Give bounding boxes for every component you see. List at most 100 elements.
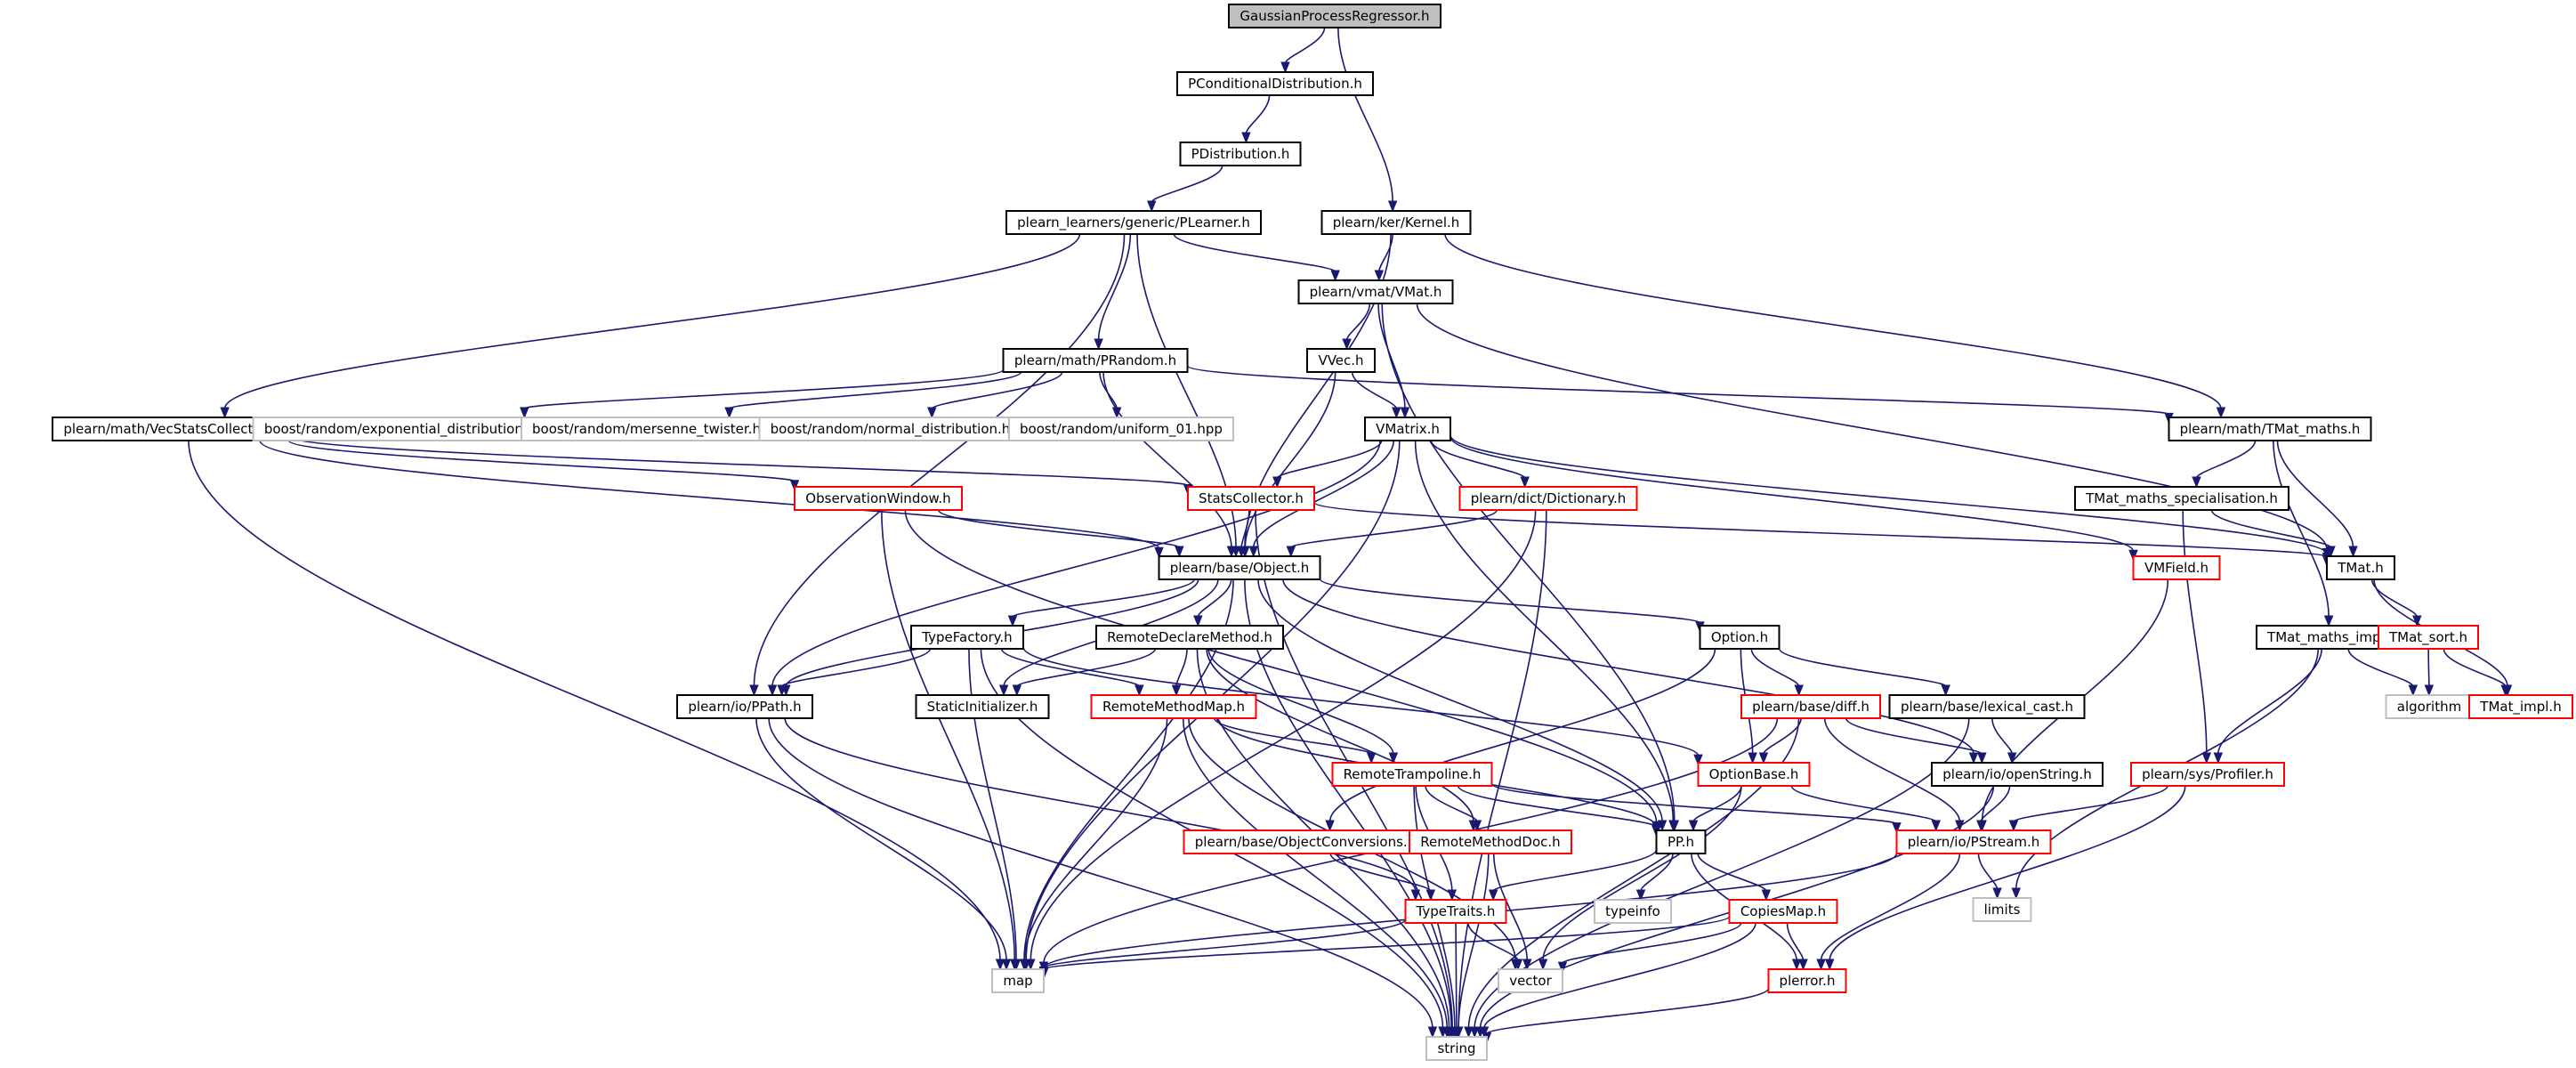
edge-line [1640, 853, 1674, 892]
edge-line [1000, 648, 1141, 687]
edge-line [1173, 233, 1336, 272]
edge-openstring-to-pstream [1976, 785, 2011, 832]
arrowhead-icon [1135, 684, 1144, 697]
node-copiesmap-h[interactable]: CopiesMap.h [1728, 899, 1838, 924]
node-plearn-io-ppath-h[interactable]: plearn/io/PPath.h [676, 694, 813, 719]
node-label: plearn/base/ObjectConversions.h [1195, 834, 1416, 850]
edge-pstream-to-perror [1816, 853, 1961, 971]
node-option-h[interactable]: Option.h [1699, 625, 1781, 650]
node-plearn-math-tmat-maths-h[interactable]: plearn/math/TMat_maths.h [2168, 417, 2372, 441]
edge-typefactory-to-rmm [1000, 648, 1144, 697]
node-pconditionaldistribution-h[interactable]: PConditionalDistribution.h [1176, 71, 1374, 96]
node-plearn-dict-dictionary-h[interactable]: plearn/dict/Dictionary.h [1458, 486, 1638, 511]
arrowhead-icon [1469, 1026, 1480, 1039]
node-label: TMat.h [2337, 560, 2383, 576]
arrowhead-icon [2348, 546, 2358, 558]
edge-line [1351, 371, 1398, 409]
edge-vmat-to-vvec [1342, 303, 1371, 351]
node-box [1594, 899, 1672, 924]
node-label: StatsCollector.h [1199, 490, 1304, 506]
node-tmat-h[interactable]: TMat.h [2326, 555, 2395, 580]
arrowhead-icon [1342, 338, 1352, 351]
node-plearn-sys-profiler-h[interactable]: plearn/sys/Profiler.h [2130, 762, 2285, 787]
edge-line [1790, 785, 1937, 822]
edge-line [1977, 853, 1999, 890]
arrowhead-icon [2201, 752, 2212, 765]
node-observationwindow-h[interactable]: ObservationWindow.h [794, 486, 963, 511]
node-plearn-io-openstring-h[interactable]: plearn/io/openString.h [1931, 762, 2104, 787]
edge-line [728, 371, 1022, 409]
node-statscollector-h[interactable]: StatsCollector.h [1187, 486, 1315, 511]
node-pp-h[interactable]: PP.h [1655, 829, 1707, 854]
edge-typefactory-to-map [968, 648, 1022, 971]
node-plearn-base-object-h[interactable]: plearn/base/Object.h [1158, 555, 1321, 580]
edge-line [1345, 303, 1371, 341]
node-plearn-base-diff-h[interactable]: plearn/base/diff.h [1740, 694, 1881, 719]
node-vvec-h[interactable]: VVec.h [1306, 348, 1376, 373]
arrowhead-icon [1171, 684, 1182, 697]
node-remotedeclaremethod-h[interactable]: RemoteDeclareMethod.h [1095, 625, 1284, 650]
node-box [1655, 829, 1707, 854]
edge-line [2217, 648, 2322, 755]
arrowhead-icon [789, 480, 800, 492]
node-box [1158, 555, 1321, 580]
edge-object-to-option [1319, 578, 1705, 634]
edge-vmatrix-to-object [1248, 440, 1395, 558]
node-plearn-io-pstream-h[interactable]: plearn/io/PStream.h [1895, 829, 2052, 854]
edge-line [1012, 578, 1195, 618]
node-plearn-base-objectconversions-h[interactable]: plearn/base/ObjectConversions.h [1183, 829, 1428, 854]
edge-line [1214, 717, 1372, 755]
node-plearn-vmat-vmat-h[interactable]: plearn/vmat/VMat.h [1297, 279, 1454, 304]
arrowhead-icon [1026, 959, 1036, 971]
arrowhead-icon [1798, 959, 1808, 971]
node-tmat-maths-specialisation-h[interactable]: TMat_maths_specialisation.h [2074, 486, 2289, 511]
node-label: TMat_sort.h [2388, 629, 2467, 646]
edge-line [1290, 509, 1498, 548]
node-label: VMField.h [2144, 560, 2209, 576]
arrowhead-icon [220, 407, 230, 419]
node-box [2132, 555, 2221, 580]
edge-vmatrix-to-vmfield [1450, 436, 2138, 562]
node-gaussianprocessregressor-h[interactable]: GaussianProcessRegressor.h [1228, 4, 1441, 28]
node-vmfield-h[interactable]: VMField.h [2132, 555, 2221, 580]
edge-remotetramp-to-pstream [1490, 783, 1902, 834]
edge-line [931, 371, 1063, 409]
node-label: plearn/io/PPath.h [688, 699, 801, 715]
edge-vvec-to-vmatrix [1351, 371, 1401, 419]
node-plearn-ker-kernel-h[interactable]: plearn/ker/Kernel.h [1320, 210, 1472, 235]
edge-profiler-to-pstream [2008, 785, 2168, 832]
node-typetraits-h[interactable]: TypeTraits.h [1404, 899, 1507, 924]
node-remotemethoddoc-h[interactable]: RemoteMethodDoc.h [1409, 829, 1572, 854]
node-typefactory-h[interactable]: TypeFactory.h [910, 625, 1024, 650]
arrowhead-icon [1241, 132, 1251, 144]
node-pdistribution-h[interactable]: PDistribution.h [1179, 142, 1302, 166]
edge-line [1492, 849, 1658, 892]
node-remotetrampoline-h[interactable]: RemoteTrampoline.h [1331, 762, 1493, 787]
node-optionbase-h[interactable]: OptionBase.h [1697, 762, 1811, 787]
arrowhead-icon [927, 407, 937, 419]
edge-option-to-objconv [1325, 648, 1716, 832]
arrowhead-icon [1513, 959, 1523, 971]
node-box [1767, 968, 1847, 993]
node-plearn-math-prandom-h[interactable]: plearn/math/PRandom.h [1002, 348, 1189, 373]
arrowhead-icon [2500, 684, 2510, 697]
node-staticinitializer-h[interactable]: StaticInitializer.h [915, 694, 1050, 719]
node-plearn-math-vecstatscollector-h[interactable]: plearn/math/VecStatsCollector.h [52, 417, 290, 441]
node-box [676, 694, 813, 719]
arrowhead-icon [1992, 887, 2002, 900]
edge-pp-to-typetraits [1488, 849, 1658, 902]
node-tmat-impl-h[interactable]: TMat_impl.h [2468, 694, 2573, 719]
edge-line [1820, 853, 1961, 961]
node-vmatrix-h[interactable]: VMatrix.h [1364, 417, 1451, 441]
node-remotemethodmap-h[interactable]: RemoteMethodMap.h [1090, 694, 1257, 719]
node-plearn-learners-generic-plearner-h[interactable]: plearn_learners/generic/PLearner.h [1005, 210, 1262, 235]
node-tmat-sort-h[interactable]: TMat_sort.h [2378, 625, 2479, 650]
node-box [1090, 694, 1257, 719]
edge-pdist-to-plearner [1147, 165, 1223, 213]
edge-rmm-to-remotetramp [1214, 717, 1377, 765]
node-plearn-base-lexical-cast-h[interactable]: plearn/base/lexical_cast.h [1888, 694, 2086, 719]
node-vector: vector [1498, 968, 1563, 993]
node-plerror-h[interactable]: plerror.h [1767, 968, 1847, 993]
arrowhead-icon [1688, 820, 1699, 832]
edge-line [1692, 785, 1742, 822]
